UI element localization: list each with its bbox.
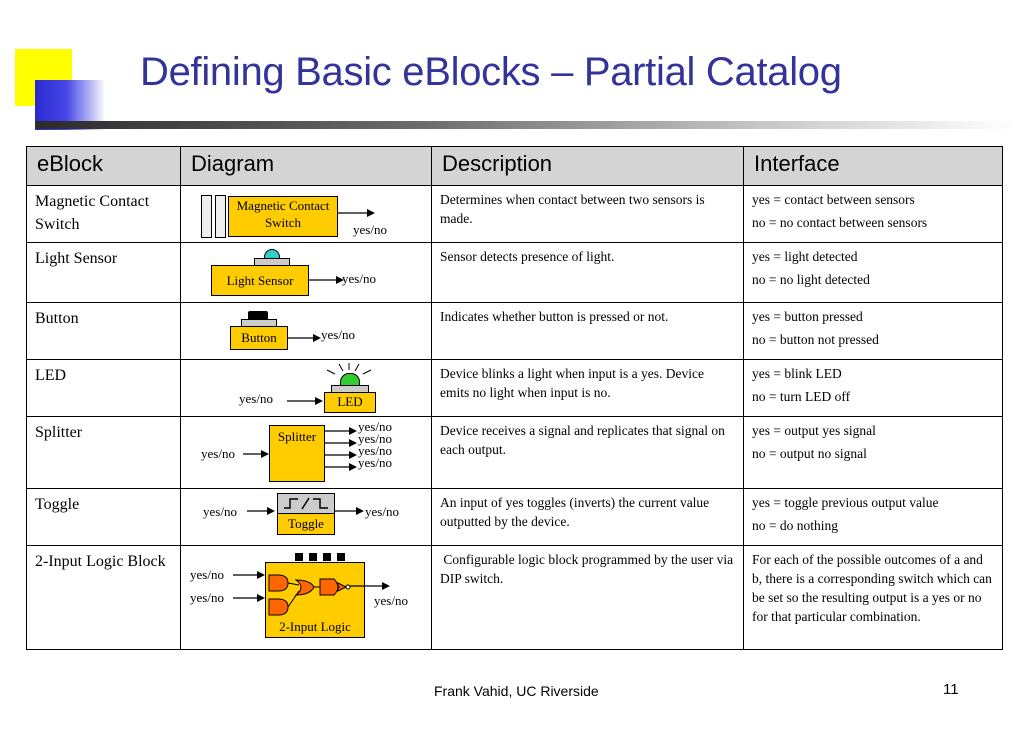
diagram-2-input-logic: 2-Input Logic yes/no yes/no yes/no xyxy=(180,545,432,650)
signal-label: yes/no xyxy=(365,504,399,519)
eblock-description: Determines when contact between two sens… xyxy=(431,185,744,243)
dip-switch-icon xyxy=(293,553,347,563)
eblock-name: LED xyxy=(26,359,181,417)
input-arrow-icon xyxy=(243,450,269,458)
block-box: LED xyxy=(324,392,376,413)
signal-label: yes/no xyxy=(342,271,376,286)
block-box: Magnetic Contact Switch xyxy=(228,196,338,237)
block-box: Light Sensor xyxy=(211,265,309,296)
signal-label: yes/no xyxy=(203,504,237,519)
output-arrow-icon xyxy=(334,507,364,515)
header-interface: Interface xyxy=(743,146,1003,186)
table-row: Toggle Toggle yes/no yes/no An input of … xyxy=(26,488,1003,546)
slide-title: Defining Basic eBlocks – Partial Catalog xyxy=(140,50,842,94)
interface-no: no = output no signal xyxy=(752,446,867,461)
header-description: Description xyxy=(431,146,744,186)
eblock-interface: yes = button pressed no = button not pre… xyxy=(743,302,1003,360)
block-box: Toggle xyxy=(277,513,335,535)
eblock-interface: For each of the possible outcomes of a a… xyxy=(743,545,1003,650)
table-row: LED LED yes/no Device blinks a light whe… xyxy=(26,359,1003,417)
toggle-switch-panel xyxy=(277,493,335,514)
eblock-name: 2-Input Logic Block xyxy=(26,545,181,650)
input-arrow-icon xyxy=(247,507,275,515)
diagram-light-sensor: Light Sensor yes/no xyxy=(180,242,432,303)
signal-label: yes/no xyxy=(358,431,392,446)
table-row: Magnetic Contact Switch Magnetic Contact… xyxy=(26,185,1003,243)
eblock-interface: yes = toggle previous output value no = … xyxy=(743,488,1003,546)
input-arrows-icon xyxy=(233,571,265,602)
eblock-catalog-table: eBlock Diagram Description Interface Mag… xyxy=(26,146,1003,650)
table-header-row: eBlock Diagram Description Interface xyxy=(26,146,1003,186)
signal-label: yes/no xyxy=(201,446,235,461)
interface-no: no = no light detected xyxy=(752,272,870,287)
diagram-toggle: Toggle yes/no yes/no xyxy=(180,488,432,546)
diagram-splitter: Splitter yes/no yes/no yes/no yes/no yes… xyxy=(180,416,432,489)
eblock-name: Light Sensor xyxy=(26,242,181,303)
interface-no: no = button not pressed xyxy=(752,332,879,347)
eblock-description: Device blinks a light when input is a ye… xyxy=(431,359,744,417)
interface-yes: yes = contact between sensors xyxy=(752,192,915,207)
eblock-name: Splitter xyxy=(26,416,181,489)
diagram-led: LED yes/no xyxy=(180,359,432,417)
signal-label: yes/no xyxy=(358,443,392,458)
eblock-description: Indicates whether button is pressed or n… xyxy=(431,302,744,360)
block-box: 2-Input Logic xyxy=(265,562,365,638)
interface-no: no = do nothing xyxy=(752,518,838,533)
output-arrow-icon xyxy=(308,276,344,284)
diagram-magnetic-contact-switch: Magnetic Contact Switch yes/no xyxy=(180,185,432,243)
header-eblock: eBlock xyxy=(26,146,181,186)
footer-author: Frank Vahid, UC Riverside xyxy=(434,683,599,699)
eblock-name: Button xyxy=(26,302,181,360)
push-button-icon xyxy=(248,311,268,320)
signal-label: yes/no xyxy=(190,590,224,605)
eblock-interface: yes = contact between sensors no = no co… xyxy=(743,185,1003,243)
table-row: Light Sensor Light Sensor yes/no Sensor … xyxy=(26,242,1003,303)
table-row: Splitter Splitter yes/no yes/no yes/no y… xyxy=(26,416,1003,489)
interface-no: no = no contact between sensors xyxy=(752,215,928,230)
header-diagram: Diagram xyxy=(180,146,432,186)
signal-label: yes/no xyxy=(358,455,392,470)
signal-label: yes/no xyxy=(353,222,387,237)
toggle-waveform-icon xyxy=(284,497,328,510)
interface-yes: yes = output yes signal xyxy=(752,423,876,438)
output-arrow-icon xyxy=(350,582,390,590)
page-number: 11 xyxy=(943,681,959,698)
interface-yes: yes = blink LED xyxy=(752,366,842,381)
title-underline xyxy=(35,121,1017,129)
interface-no: no = turn LED off xyxy=(752,389,851,404)
output-arrow-icon xyxy=(337,209,375,217)
eblock-description: Sensor detects presence of light. xyxy=(431,242,744,303)
interface-text: For each of the possible outcomes of a a… xyxy=(752,552,992,624)
block-box: Button xyxy=(230,326,288,350)
output-arrow-icon xyxy=(287,334,321,342)
signal-label: yes/no xyxy=(358,419,392,434)
signal-label: yes/no xyxy=(374,593,408,608)
interface-yes: yes = toggle previous output value xyxy=(752,495,939,510)
eblock-description: Device receives a signal and replicates … xyxy=(431,416,744,489)
eblock-interface: yes = output yes signal no = output no s… xyxy=(743,416,1003,489)
diagram-button: Button yes/no xyxy=(180,302,432,360)
block-box: Splitter xyxy=(269,425,325,482)
magnet-bar-icon xyxy=(201,195,212,238)
interface-yes: yes = button pressed xyxy=(752,309,863,324)
output-arrows-icon xyxy=(324,427,357,471)
table-row: 2-Input Logic Block xyxy=(26,545,1003,650)
eblock-interface: yes = light detected no = no light detec… xyxy=(743,242,1003,303)
eblock-name: Toggle xyxy=(26,488,181,546)
block-label: 2-Input Logic xyxy=(279,619,351,634)
signal-label: yes/no xyxy=(190,567,224,582)
table-row: Button Button yes/no Indicates whether b… xyxy=(26,302,1003,360)
eblock-description: An input of yes toggles (inverts) the cu… xyxy=(431,488,744,546)
interface-yes: yes = light detected xyxy=(752,249,858,264)
input-arrow-icon xyxy=(287,397,323,405)
light-rays-icon xyxy=(326,363,372,375)
logic-gates-icon xyxy=(268,574,351,616)
magnet-bar-icon xyxy=(215,195,226,238)
eblock-description: Configurable logic block programmed by t… xyxy=(431,545,744,650)
signal-label: yes/no xyxy=(321,327,355,342)
eblock-name: Magnetic Contact Switch xyxy=(26,185,181,243)
eblock-interface: yes = blink LED no = turn LED off xyxy=(743,359,1003,417)
signal-label: yes/no xyxy=(239,391,273,406)
